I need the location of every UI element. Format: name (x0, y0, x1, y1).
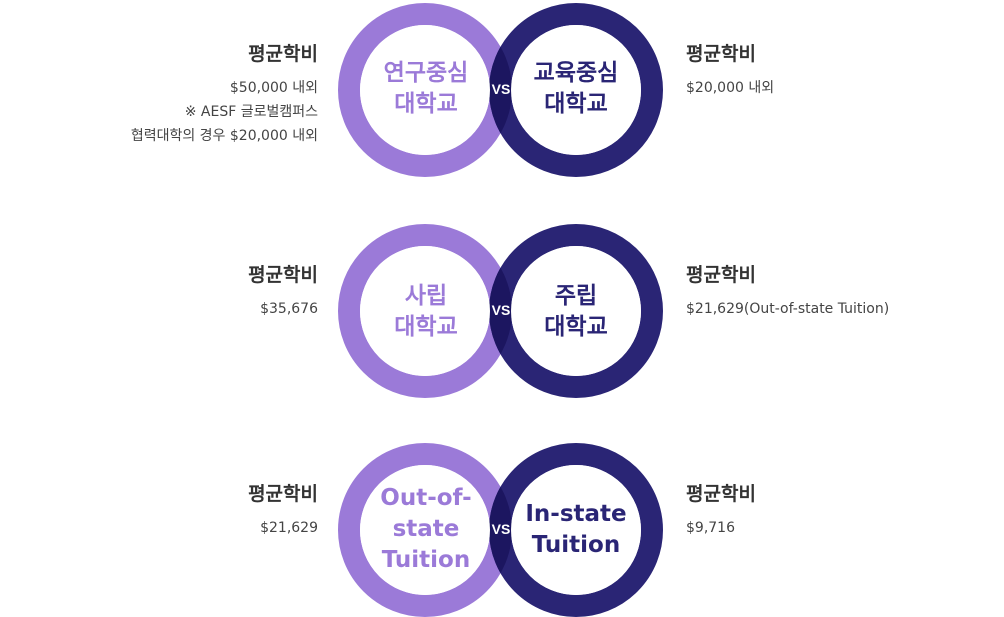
right-tuition-line: $21,629(Out-of-state Tuition) (686, 301, 890, 317)
left-tuition-line: 협력대학의 경우 $20,000 내외 (130, 128, 318, 144)
left-circle-inner (360, 25, 490, 155)
right-tuition-info: 평균학비 $21,629(Out-of-state Tuition) (686, 262, 889, 321)
right-circle-label-line: Tuition (531, 532, 621, 558)
left-tuition-title: 평균학비 (248, 483, 318, 505)
venn-diagram: 사립 대학교 주립 대학교 VS (338, 224, 664, 398)
left-circle-inner (360, 465, 490, 595)
right-circle-inner (511, 246, 641, 376)
left-circle-label-line: Tuition (381, 547, 471, 573)
vs-label: VS (491, 521, 511, 537)
right-circle-label-line: 대학교 (544, 314, 608, 340)
right-circle-label: 교육중심 대학교 (506, 58, 646, 120)
left-circle-label: Out-of- state Tuition (356, 483, 496, 576)
left-tuition-info: 평균학비 $21,629 (248, 481, 318, 540)
venn-diagram: 연구중심 대학교 교육중심 대학교 VS (338, 3, 664, 177)
left-circle-label: 사립 대학교 (356, 281, 496, 343)
right-tuition-line: $9,716 (686, 520, 735, 536)
left-tuition-title: 평균학비 (248, 264, 318, 286)
left-circle-label-line: 대학교 (394, 314, 458, 340)
comparison-row-private-vs-state: 평균학비 $35,676 사립 대학교 주립 대학교 VS 평균학비 $21,6… (0, 224, 1004, 398)
right-tuition-info: 평균학비 $9,716 (686, 481, 756, 540)
right-tuition-title: 평균학비 (686, 483, 756, 505)
venn-circles (338, 3, 663, 177)
venn-circles (338, 224, 663, 398)
left-circle-label-line: Out-of- (380, 485, 472, 511)
left-circle-label-line: state (392, 516, 460, 542)
right-tuition-title: 평균학비 (686, 264, 756, 286)
right-circle-inner (511, 465, 641, 595)
left-circle-label: 연구중심 대학교 (356, 58, 496, 120)
left-circle-label-line: 연구중심 (383, 60, 469, 86)
left-tuition-title: 평균학비 (248, 43, 318, 65)
right-circle-inner (511, 25, 641, 155)
left-tuition-line: $21,629 (260, 520, 318, 536)
comparison-row-research-vs-education: 평균학비 $50,000 내외 ※ AESF 글로벌캠퍼스 협력대학의 경우 $… (0, 3, 1004, 177)
venn-diagram: Out-of- state Tuition In-state Tuition V… (338, 443, 664, 617)
right-circle-label: In-state Tuition (506, 499, 646, 561)
vs-label: VS (491, 81, 511, 97)
right-circle-label-line: 대학교 (544, 91, 608, 117)
left-tuition-info: 평균학비 $35,676 (248, 262, 318, 321)
right-tuition-line: $20,000 내외 (686, 80, 775, 96)
vs-label: VS (491, 302, 511, 318)
comparison-row-out-of-state-vs-in-state: 평균학비 $21,629 Out-of- state Tuition In-st… (0, 443, 1004, 617)
left-circle-label-line: 사립 (404, 283, 448, 309)
left-tuition-line: $35,676 (260, 301, 318, 317)
right-tuition-info: 평균학비 $20,000 내외 (686, 41, 774, 100)
venn-circles (338, 443, 663, 617)
left-tuition-info: 평균학비 $50,000 내외 ※ AESF 글로벌캠퍼스 협력대학의 경우 $… (131, 41, 318, 148)
right-circle-label-line: In-state (525, 501, 627, 527)
right-circle-label: 주립 대학교 (506, 281, 646, 343)
left-tuition-line: ※ AESF 글로벌캠퍼스 (184, 104, 318, 120)
right-circle-label-line: 주립 (554, 283, 598, 309)
right-tuition-title: 평균학비 (686, 43, 756, 65)
right-circle-label-line: 교육중심 (533, 60, 619, 86)
left-tuition-line: $50,000 내외 (229, 80, 318, 96)
left-circle-inner (360, 246, 490, 376)
left-circle-label-line: 대학교 (394, 91, 458, 117)
